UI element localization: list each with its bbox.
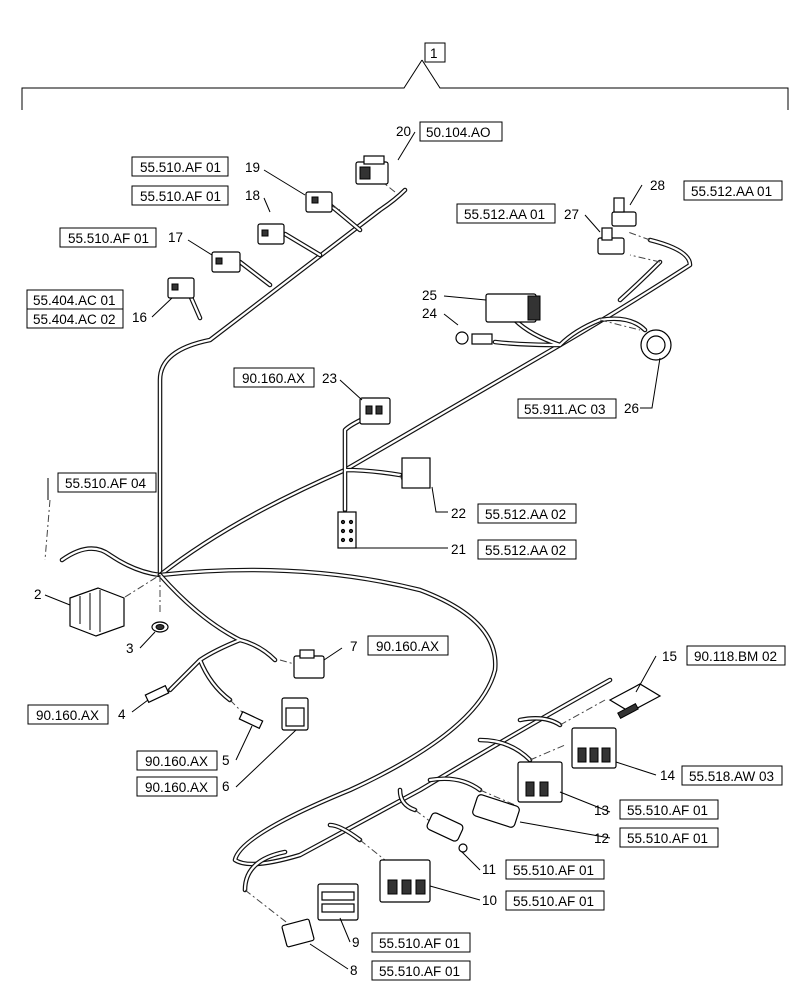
ref-11: 55.510.AF 01 [513, 863, 594, 878]
item-number-16: 16 [132, 310, 147, 325]
connector-2 [69, 587, 125, 637]
ref-20: 50.104.AO [426, 125, 491, 140]
item-number-8: 8 [350, 963, 358, 978]
connector-17 [211, 251, 241, 273]
item-number-20: 20 [396, 124, 411, 139]
item-number-22: 22 [451, 506, 466, 521]
item-number-13: 13 [594, 803, 609, 818]
item-number-17: 17 [168, 230, 183, 245]
block-21 [337, 511, 357, 549]
connector-12 [472, 794, 520, 828]
ref-22: 55.512.AA 02 [485, 507, 566, 522]
connector-23 [359, 397, 391, 425]
leader-lines [44, 131, 661, 970]
ref-10: 55.510.AF 01 [513, 894, 594, 909]
round-connector-26 [640, 329, 672, 361]
terminal-5 [238, 710, 264, 730]
ref-23: 90.160.AX [242, 371, 305, 386]
item-number-10: 10 [482, 893, 497, 908]
item-number-18: 18 [245, 188, 260, 203]
connector-28 [611, 197, 637, 227]
connector-11 [426, 812, 468, 853]
item-number-11: 11 [482, 862, 496, 877]
ref-13: 55.510.AF 01 [627, 803, 708, 818]
ref-21: 55.512.AA 02 [485, 543, 566, 558]
ref-8: 55.510.AF 01 [379, 964, 460, 979]
ref-harness: 55.510.AF 04 [65, 476, 147, 491]
item-number-1: 1 [430, 46, 438, 61]
connector-10 [379, 859, 431, 903]
item-number-6: 6 [222, 779, 230, 794]
module-25 [485, 293, 541, 323]
connector-6 [281, 697, 309, 731]
ref-17: 55.510.AF 01 [68, 231, 149, 246]
grommet-3 [151, 621, 169, 633]
ring-terminal-24 [455, 331, 493, 345]
ref-9: 55.510.AF 01 [379, 936, 460, 951]
terminal-4 [144, 684, 170, 704]
ref-16a: 55.404.AC 01 [33, 293, 116, 308]
connector-18 [257, 223, 285, 245]
ref-19: 55.510.AF 01 [140, 160, 221, 175]
ref-28: 55.512.AA 01 [691, 184, 772, 199]
assembly-bracket: 1 [21, 42, 789, 110]
connector-16 [167, 277, 195, 299]
connector-19 [305, 191, 333, 213]
ref-16b: 55.404.AC 02 [33, 312, 116, 327]
item-number-21: 21 [451, 542, 466, 557]
item-number-19: 19 [245, 160, 260, 175]
connector-13 [517, 761, 563, 803]
connector-14 [571, 727, 617, 769]
ref-18: 55.510.AF 01 [140, 189, 221, 204]
item-number-4: 4 [118, 707, 126, 722]
connector-27 [597, 227, 625, 255]
item-number-14: 14 [660, 768, 676, 783]
item-number-27: 27 [564, 207, 579, 222]
ref-7: 90.160.AX [376, 639, 439, 654]
item-number-25: 25 [422, 288, 437, 303]
relay-15 [608, 683, 662, 720]
harness-wires [44, 179, 693, 926]
item-number-26: 26 [624, 401, 639, 416]
ref-27: 55.512.AA 01 [464, 207, 545, 222]
ref-15: 90.118.BM 02 [694, 649, 777, 664]
callouts: 20 50.104.AO 19 55.510.AF 01 18 55.510.A… [26, 121, 786, 981]
connector-20 [355, 155, 389, 185]
ref-4: 90.160.AX [36, 708, 99, 723]
item-number-5: 5 [222, 753, 230, 768]
item-number-7: 7 [350, 639, 358, 654]
connector-9 [317, 883, 359, 921]
module-22 [401, 457, 431, 489]
ref-14: 55.518.AW 03 [689, 769, 774, 784]
ref-26: 55.911.AC 03 [524, 402, 606, 417]
item-number-9: 9 [352, 935, 360, 950]
connector-7 [293, 649, 325, 679]
ref-12: 55.510.AF 01 [627, 831, 708, 846]
ref-5: 90.160.AX [145, 754, 208, 769]
item-number-3: 3 [126, 641, 134, 656]
item-number-24: 24 [422, 306, 438, 321]
item-number-15: 15 [662, 649, 677, 664]
connector-8 [281, 918, 315, 948]
item-number-12: 12 [594, 831, 609, 846]
item-number-28: 28 [650, 178, 665, 193]
ref-6: 90.160.AX [145, 780, 208, 795]
item-number-2: 2 [34, 587, 42, 602]
item-number-23: 23 [322, 371, 337, 386]
